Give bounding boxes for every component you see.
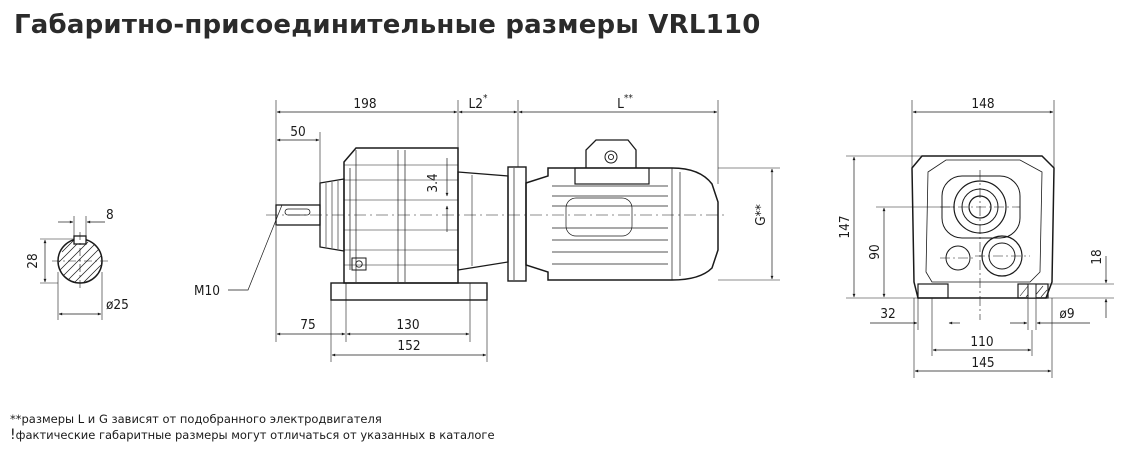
footnote-marker-stars: ** — [10, 412, 22, 426]
dim-110: 110 — [970, 334, 993, 350]
dim-hole-9: ø9 — [1059, 306, 1074, 322]
dim-3-4: 3.4 — [425, 173, 441, 193]
side-housing — [911, 155, 1055, 299]
dim-m10: M10 — [194, 283, 220, 299]
dim-key-28: 28 — [25, 253, 41, 268]
dim-145: 145 — [971, 355, 994, 371]
motor-fins — [552, 168, 681, 280]
dim-l2-label: L2 — [469, 96, 484, 112]
dim-g-stars: ** — [753, 204, 769, 216]
mounting-hole — [1027, 283, 1037, 299]
dim-l-label: L — [617, 96, 624, 112]
footnotes: **размеры L и G зависят от подобранного … — [10, 411, 495, 443]
footnote-motor-dependency: **размеры L и G зависят от подобранного … — [10, 411, 495, 427]
dim-75: 75 — [300, 317, 315, 333]
dim-l: L** — [617, 93, 633, 112]
dim-l-stars: ** — [624, 93, 633, 104]
shaft-key — [284, 208, 311, 216]
shaft-section-view — [40, 216, 108, 320]
technical-drawing: 8 28 ø25 — [25, 93, 1114, 378]
motor-body — [525, 167, 719, 281]
adapter-housing — [457, 171, 509, 271]
foot-left — [917, 283, 949, 299]
dim-90: 90 — [867, 244, 883, 259]
base-foot — [330, 282, 488, 301]
dim-key-8: 8 — [106, 207, 114, 223]
dim-g-label: G — [753, 216, 769, 225]
terminal-box — [585, 139, 637, 168]
footnote-marker-exclamation: ! — [10, 427, 16, 443]
page-title: Габаритно-присоединительные размеры VRL1… — [14, 10, 761, 40]
drain-plug — [351, 257, 367, 271]
front-view — [228, 100, 780, 362]
dim-g: G** — [753, 204, 769, 226]
terminal-box-cover — [574, 167, 650, 185]
dim-50: 50 — [290, 124, 305, 140]
dim-32: 32 — [880, 306, 895, 322]
dim-l2-star: * — [483, 93, 488, 104]
dim-130: 130 — [396, 317, 419, 333]
footnote-disclaimer: !фактические габаритные размеры могут от… — [10, 427, 495, 443]
motor-flange — [507, 166, 527, 282]
dim-152: 152 — [397, 338, 420, 354]
gearbox-housing — [343, 147, 459, 284]
dim-198: 198 — [353, 96, 376, 112]
footnote-text-disclaimer: фактические габаритные размеры могут отл… — [15, 428, 495, 442]
footnote-text-motor: размеры L и G зависят от подобранного эл… — [21, 412, 382, 426]
dim-148: 148 — [971, 96, 994, 112]
dim-18: 18 — [1089, 249, 1105, 264]
dim-shaft-dia-25: ø25 — [106, 297, 129, 313]
dim-l2: L2* — [469, 93, 489, 112]
side-view — [846, 100, 1114, 378]
dim-147: 147 — [837, 215, 853, 238]
